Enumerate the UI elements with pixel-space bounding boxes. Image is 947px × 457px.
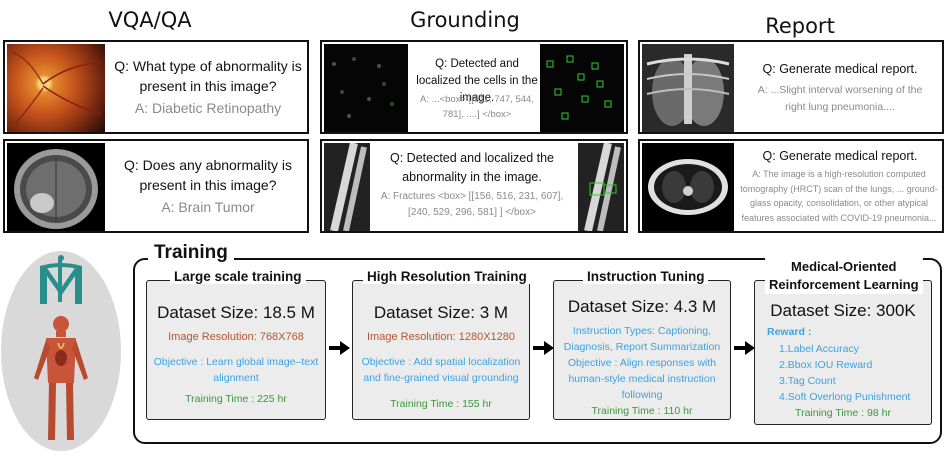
report-answer-1: A: ...Slight interval worsening of the r… — [757, 84, 923, 113]
vqa-question-1: Q: What type of abnormality is present i… — [114, 58, 302, 94]
xray-arm-boxed-image — [578, 143, 624, 231]
stage-4-dataset: Dataset Size: 300K — [770, 301, 916, 320]
vqa-answer-2: A: Brain Tumor — [161, 199, 255, 215]
stage-2-resolution: Image Resolution: 1280X1280 — [367, 331, 515, 343]
chest-xray-image — [642, 44, 734, 132]
ct-scan-image — [642, 143, 734, 231]
stage-1-resolution: Image Resolution: 768X768 — [168, 331, 304, 343]
training-frame — [133, 258, 942, 444]
brain-mri-image — [7, 143, 105, 231]
stage-2-dataset: Dataset Size: 3 M — [373, 303, 509, 322]
cells-image — [324, 44, 408, 132]
stage-1-time: Training Time : 225 hr — [185, 393, 287, 405]
grounding-title: Grounding — [410, 8, 520, 32]
stage-3-time: Training Time : 110 hr — [591, 405, 693, 417]
vqa-answer-1: A: Diabetic Retinopathy — [134, 100, 282, 116]
stage-instruction-tuning: Dataset Size: 4.3 M Instruction Types: C… — [553, 280, 731, 420]
stage-4-time: Training Time : 98 hr — [795, 407, 891, 419]
stage-4-title-line2: Reinforcement Learning — [769, 277, 919, 292]
report-question-2: Q: Generate medical report. — [762, 149, 918, 163]
vqa-card-1: Q: What type of abnormality is present i… — [3, 40, 309, 134]
stage-1-title: Large scale training — [170, 269, 306, 284]
stage-medical-rl: Dataset Size: 300K Reward : 1.Label Accu… — [754, 280, 932, 425]
stage-high-resolution-training: Dataset Size: 3 M Image Resolution: 1280… — [352, 280, 530, 420]
grounding-card-1: Q: Detected and localized the cells in t… — [320, 40, 628, 134]
report-answer-2: A: The image is a high-resolution comput… — [740, 169, 938, 223]
grounding-question-2: Q: Detected and localized the abnormalit… — [390, 151, 554, 184]
stage-4-reward-3: 3.Tag Count — [779, 375, 836, 387]
report-card-1: Q: Generate medical report. A: ...Slight… — [638, 40, 944, 134]
stage-4-reward-label: Reward : — [767, 326, 812, 338]
stage-2-objective: Objective : Add spatial localization and… — [361, 356, 521, 384]
stage-4-reward-2: 2.Bbox IOU Reward — [779, 359, 873, 371]
stage-4-reward-1: 1.Label Accuracy — [779, 343, 859, 355]
arrow-icon — [734, 341, 755, 355]
stage-4-title: Medical-Oriented Reinforcement Learning — [765, 258, 923, 294]
xray-arm-image — [324, 143, 370, 231]
cells-boxed-image — [540, 44, 624, 132]
medical-emblem-illustration — [0, 248, 122, 452]
vqa-card-2: Q: Does any abnormality is present in th… — [3, 139, 309, 233]
arrow-icon — [533, 341, 554, 355]
report-question-1: Q: Generate medical report. — [762, 62, 918, 76]
stage-2-title: High Resolution Training — [363, 269, 531, 284]
stage-3-title: Instruction Tuning — [583, 269, 709, 284]
fundus-image — [7, 44, 105, 132]
training-title: Training — [148, 242, 234, 264]
grounding-question-1: Q: Detected and localized the cells in t… — [416, 58, 538, 104]
stage-3-dataset: Dataset Size: 4.3 M — [567, 297, 717, 316]
vqa-title: VQA/QA — [108, 8, 192, 32]
vqa-question-2: Q: Does any abnormality is present in th… — [123, 157, 293, 193]
stage-large-scale-training: Dataset Size: 18.5 M Image Resolution: 7… — [146, 280, 326, 420]
arrow-icon — [329, 341, 350, 355]
stage-1-objective: Objective : Learn global image–text alig… — [153, 356, 319, 384]
stage-2-time: Training Time : 155 hr — [390, 398, 492, 410]
stage-4-title-line1: Medical-Oriented — [791, 259, 897, 274]
grounding-answer-2: A: Fractures <box> [[156, 516, 231, 607]… — [380, 191, 564, 218]
report-card-2: Q: Generate medical report. A: The image… — [638, 139, 944, 233]
stage-1-dataset: Dataset Size: 18.5 M — [157, 303, 315, 322]
report-title: Report — [765, 14, 835, 38]
stage-4-reward-4: 4.Soft Overlong Punishment — [779, 391, 911, 403]
grounding-answer-1: A: ...<box> [[511, 747, 544, 781], ....]… — [420, 94, 534, 120]
grounding-card-2: Q: Detected and localized the abnormalit… — [320, 139, 628, 233]
stage-3-objective: Instruction Types: Captioning, Diagnosis… — [563, 325, 721, 401]
